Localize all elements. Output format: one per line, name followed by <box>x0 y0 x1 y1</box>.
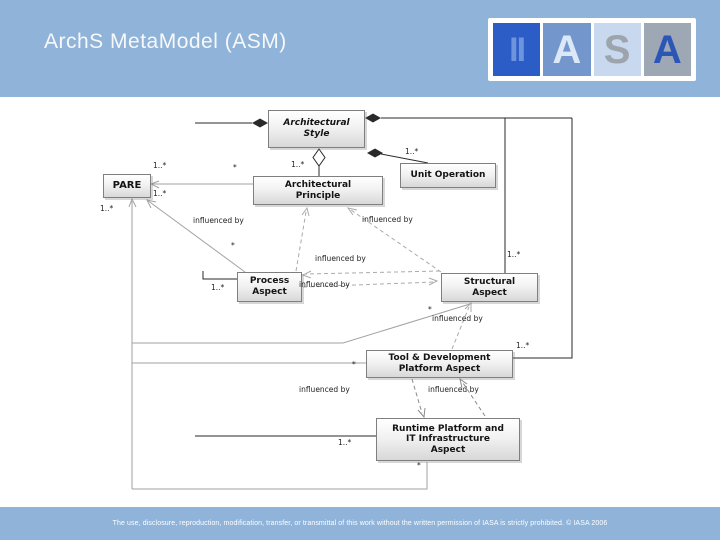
multiplicity-label: * <box>428 305 432 314</box>
multiplicity-label: 1..* <box>507 250 521 259</box>
influenced-by-label: influenced by <box>193 216 244 225</box>
iasa-logo: II A S A <box>488 18 696 81</box>
page-title: ArchS MetaModel (ASM) <box>44 30 287 53</box>
node-tool-development-platform-aspect: Tool & Development Platform Aspect <box>366 350 513 378</box>
influenced-by-label: influenced by <box>428 385 479 394</box>
multiplicity-label: 1..* <box>338 438 352 447</box>
multiplicity-label: 1..* <box>211 283 225 292</box>
slide-content-area <box>0 97 720 507</box>
multiplicity-label: 1..* <box>100 204 114 213</box>
logo-tile-ii: II <box>493 23 541 76</box>
footer-copyright-text: The use, disclosure, reproduction, modif… <box>112 520 608 527</box>
multiplicity-label: 1..* <box>516 341 530 350</box>
influenced-by-label: influenced by <box>432 314 483 323</box>
node-unit-operation: Unit Operation <box>400 163 496 188</box>
multiplicity-label: 1..* <box>153 161 167 170</box>
multiplicity-label: * <box>417 461 421 470</box>
influenced-by-label: influenced by <box>299 280 350 289</box>
logo-tile-a2: A <box>643 23 691 76</box>
node-process-aspect: Process Aspect <box>237 272 302 302</box>
multiplicity-label: * <box>352 360 356 369</box>
multiplicity-label: 1..* <box>291 160 305 169</box>
node-pare: PARE <box>103 174 151 198</box>
influenced-by-label: influenced by <box>362 215 413 224</box>
multiplicity-label: 1..* <box>405 147 419 156</box>
slide-footer: The use, disclosure, reproduction, modif… <box>0 507 720 540</box>
multiplicity-label: * <box>233 163 237 172</box>
node-architectural-principle: Architectural Principle <box>253 176 383 205</box>
logo-tile-a1: A <box>543 23 591 76</box>
influenced-by-label: influenced by <box>299 385 350 394</box>
node-runtime-platform-aspect: Runtime Platform and IT Infrastructure A… <box>376 418 520 461</box>
node-architectural-style: Architectural Style <box>268 110 365 148</box>
node-structural-aspect: Structural Aspect <box>441 273 538 302</box>
multiplicity-label: * <box>231 241 235 250</box>
influenced-by-label: influenced by <box>315 254 366 263</box>
logo-tile-s: S <box>593 23 641 76</box>
multiplicity-label: 1..* <box>153 189 167 198</box>
